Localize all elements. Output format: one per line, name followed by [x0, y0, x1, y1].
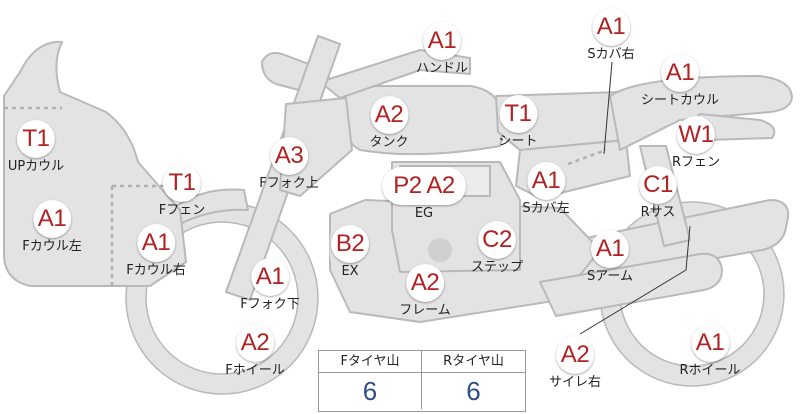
part-label: Fカウル右 — [126, 263, 186, 278]
grade-badge: A2 — [235, 324, 274, 362]
part-f-fork-upper: A3 Fフォク上 — [259, 137, 319, 192]
part-step: C2 ステップ — [471, 221, 523, 276]
front-tire-header: Fタイヤ山 — [319, 351, 422, 373]
part-f-cowl-left: A1 Fカウル左 — [22, 200, 82, 255]
part-label: ハンドル — [415, 61, 469, 76]
part-label: Rホイール — [679, 363, 741, 378]
grade-badge: A1 — [591, 8, 630, 46]
part-label: サイレ右 — [548, 375, 602, 390]
part-seat: T1 シート — [498, 95, 538, 150]
part-handle: A1 ハンドル — [416, 22, 468, 77]
grade-badge: T1 — [498, 95, 537, 133]
part-label: Sカバ左 — [522, 201, 570, 216]
part-f-fork-lower: A1 Fフォク下 — [240, 258, 300, 313]
front-tire-value: 6 — [319, 373, 422, 409]
part-s-cover-left: A1 Sカバ左 — [522, 162, 570, 217]
side-cover-dash — [567, 148, 607, 166]
part-eg: P2 A2 EG — [382, 167, 466, 222]
part-label: Sカバ右 — [587, 47, 635, 62]
grade-badge: A3 — [269, 137, 308, 175]
grade-badge: A1 — [250, 258, 289, 296]
grade-badge: T1 — [16, 120, 55, 158]
grade-badge: A1 — [690, 324, 729, 362]
part-label: シート — [498, 134, 538, 149]
part-label: Sアーム — [586, 269, 634, 284]
part-label: Fホイール — [225, 363, 285, 378]
grade-badge: A1 — [591, 230, 629, 268]
grade-badge: W1 — [676, 116, 715, 154]
part-label: シートカウル — [640, 93, 720, 108]
grade-badge: A2 — [369, 96, 408, 134]
rear-tire-value: 6 — [466, 376, 481, 406]
part-label: EX — [341, 264, 359, 279]
part-label: Fカウル左 — [22, 239, 82, 254]
silencer-shape — [539, 252, 723, 317]
grade-badge: C1 — [639, 166, 677, 204]
leader-lines — [579, 61, 691, 335]
part-label: フレーム — [399, 303, 451, 318]
part-frame: A2 フレーム — [399, 264, 451, 319]
part-label: EG — [414, 206, 434, 221]
front-wheel-inner — [145, 221, 299, 375]
grade-badge: B2 — [331, 225, 369, 263]
engine-cover-shape — [428, 238, 452, 262]
grade-badge: P2 A2 — [382, 167, 466, 205]
part-label: Fフォク下 — [240, 297, 300, 312]
grade-badge: A1 — [526, 162, 565, 200]
part-label: ステップ — [470, 260, 524, 275]
cowl-division-lines — [4, 106, 607, 286]
part-label: Rサス — [640, 205, 676, 220]
part-label: タンク — [369, 135, 409, 150]
part-r-wheel: A1 Rホイール — [679, 324, 741, 379]
part-f-wheel: A2 Fホイール — [225, 324, 285, 379]
part-f-fender: T1 Fフェン — [159, 164, 205, 219]
grade-badge: T1 — [162, 164, 201, 202]
grade-badge: A1 — [422, 22, 461, 60]
part-s-cover-right: A1 Sカバ右 — [587, 8, 635, 63]
grade-badge: A1 — [136, 224, 175, 262]
part-s-arm: A1 Sアーム — [587, 230, 633, 285]
part-r-suspension: C1 Rサス — [639, 166, 677, 221]
part-up-cowl: T1 UPカウル — [8, 120, 64, 175]
part-tank: A2 タンク — [369, 96, 409, 151]
r-suspension-leader — [579, 225, 691, 335]
part-seat-cowl: A1 シートカウル — [641, 54, 719, 109]
grade-badge: A1 — [32, 200, 71, 238]
part-f-cowl-right: A1 Fカウル右 — [126, 224, 186, 279]
tire-tread-table: Fタイヤ山 Rタイヤ山 6 6 — [318, 350, 526, 412]
part-label: Fフェン — [158, 203, 206, 218]
grade-badge: A2 — [555, 336, 594, 374]
grade-badge: C2 — [477, 221, 516, 259]
part-ex: B2 EX — [331, 225, 369, 280]
grade-badge: A1 — [660, 54, 699, 92]
seat-cowl-shape — [609, 75, 793, 151]
part-label: UPカウル — [7, 159, 65, 174]
part-label: Rフェン — [671, 155, 721, 170]
s-cover-right-leader — [603, 61, 613, 155]
part-r-fender: W1 Rフェン — [672, 116, 720, 171]
rear-tire-header: Rタイヤ山 — [422, 351, 525, 373]
part-silencer-right: A2 サイレ右 — [549, 336, 601, 391]
part-label: Fフォク上 — [259, 176, 319, 191]
grade-badge: A2 — [406, 264, 444, 302]
